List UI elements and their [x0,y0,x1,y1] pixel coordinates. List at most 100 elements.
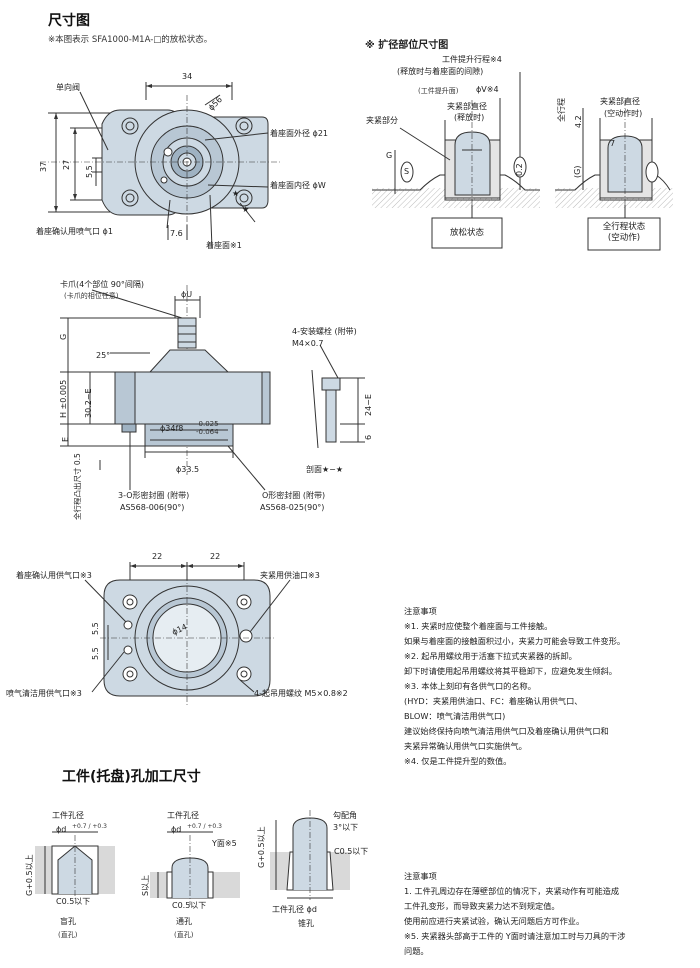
label-o-ring-left: 3-O形密封圈 (附带) [118,491,190,500]
label-seat-nozzle: 着座确认用喷气口 ϕ1 [36,227,113,236]
box-full-line1: 全行程状态 [602,222,646,232]
dim-34: 34 [182,72,193,81]
label-o-ring-right-part: AS568-025(90°) [260,503,325,512]
label-clamp-air: 夹紧用供油口※3 [260,571,320,580]
label-bolt-size: M4×0.7 [292,339,324,348]
label-hole-dia-c: 工件孔径 ϕd [272,905,317,914]
label-g: G [386,151,393,160]
label-hole-dia-b: 工件孔径 [167,811,199,820]
label-bolt: 4-安装螺栓 (附带) [292,327,357,336]
label-s-b: S以上 [141,874,150,896]
label-blind: 盲孔 [60,917,76,926]
dim-0-2: 0.2 [515,163,524,176]
side-view-drawing [60,285,365,491]
box-release-state: 放松状态 [449,228,484,238]
notes-1-line: ※1. 夹紧时应使整个着座面与工件接触。 [404,621,553,631]
dim-22-a: 22 [152,552,163,561]
notes-1-line: ※4. 仅是工件提升型的数值。 [404,756,512,766]
dim-7-6: 7.6 [170,229,183,238]
label-c05-b: C0.5以下 [172,901,207,910]
label-clamp-dia: 夹紧部直径 [447,102,487,111]
top-view-drawing [40,82,280,249]
dim-phi33-5: ϕ33.5 [176,465,200,474]
label-lift-stroke: 工件提升行程※4 [442,55,502,64]
dim-5-5: 5.5 [85,165,94,178]
notes-section-1: 注意事项 ※1. 夹紧时应使整个着座面与工件接触。 如果与着座面的接触面积过小，… [404,604,625,769]
notes-2-line: 问题。 [404,946,429,956]
bottom-view-drawing [84,562,291,705]
notes-1-line: 卸下时请使用起吊用螺纹将其平稳卸下，应避免发生倾斜。 [404,666,617,676]
dimensions-note: ※本图表示 SFA1000-M1A-□的放松状态。 [48,35,213,45]
dim-4-2: 4.2 [574,115,583,128]
label-s: S [404,167,410,176]
dim-22-b: 22 [210,552,221,561]
label-full-stroke: 全行程 [557,98,566,122]
label-lift-stroke-sub: (释放时与着座面的间隙) [397,67,484,76]
workpiece-drawing [35,810,350,905]
label-through-sub: (直孔) [174,931,194,939]
star-mark-1: ★ [242,205,250,214]
dim-37: 37 [39,161,48,172]
label-c05-a: C0.5以下 [56,897,91,906]
notes-section-2: 注意事项 1. 工件孔周边存在薄壁部位的情况下，夹紧动作有可能造成 工件孔变形，… [404,869,625,959]
label-phid-b: ϕd [171,825,182,834]
label-seat-air: 着座确认用供气口※3 [16,571,92,580]
label-claw: 卡爪(4个部位 90°间隔) [60,280,145,289]
label-g-paren: (G) [573,165,582,178]
label-tol-b: +0.7 / +0.3 [187,823,222,830]
label-seat-inner: 着座面内径 ϕW [270,181,326,190]
expansion-title: ※ 扩径部位尺寸图 [365,40,449,51]
notes-2-title: 注意事项 [404,871,437,881]
notes-1-line: 夹紧异常确认用供气口实施供气。 [404,741,527,751]
label-phi-v: ϕV※4 [476,85,499,94]
tol-upper: -0.025 [196,420,219,428]
label-c05-c: C0.5以下 [334,847,369,856]
dim-angle-25: 25° [96,351,111,360]
notes-2-line: 使用前应进行夹紧试验，确认无问题后方可作业。 [404,916,585,926]
label-full-stroke-proj: 全行程凸出尺寸 0.5 [73,453,82,520]
box-full-line2: (空动作) [607,233,641,243]
label-lift-face: (工件提升面) [418,87,459,95]
notes-1-line: 建议始终保持向喷气清洁用供气口及着座确认用供气口和 [404,726,609,736]
label-clamp-dia-2: 夹紧部直径 [600,97,640,106]
notes-2-line: 工件孔变形，而导致夹紧力达不到规定值。 [404,901,560,911]
label-g-a: G+0.5以上 [25,854,34,896]
dim-5-5-a: 5.5 [91,622,100,635]
label-phid-a: ϕd [56,825,67,834]
label-blow-air: 喷气清洁用供气口※3 [6,689,82,698]
label-g-c: G+0.5以上 [257,826,266,868]
notes-1-line: BLOW：喷气清洁用供气口) [404,711,506,721]
dim-7: 7 [610,139,616,148]
label-release: (释放时) [454,113,485,122]
dim-g: G [59,333,68,340]
label-claw-sub: (卡爪的相位任意) [64,292,119,300]
label-hole-dia-a: 工件孔径 [52,811,84,820]
label-seat-outer: 着座面外径 ϕ21 [270,129,328,138]
dimensions-title: 尺寸图 [48,13,90,29]
label-draft-angle: 3°以下 [333,823,359,832]
notes-1-line: (HYD：夹紧用供油口、FC：着座确认用供气口、 [404,696,583,706]
workpiece-title: 工件(托盘)孔加工尺寸 [62,769,201,785]
label-section: 剖面★−★ [306,465,344,474]
label-clamp-part: 夹紧部分 [366,116,398,125]
star-mark-2: ★ [232,189,240,198]
label-through: 通孔 [176,917,192,926]
dim-h-tol: H ±0.005 [59,379,68,418]
notes-1-line: ※2. 起吊用螺纹用于活塞下拉式夹紧器的拆卸。 [404,651,577,661]
dim-5-5-b: 5.5 [91,647,100,660]
label-lift-bolt: 4-起吊用螺纹 M5×0.8※2 [254,689,348,698]
label-blind-sub: (直孔) [58,931,78,939]
notes-1-line: 如果与着座面的接触面积过小，夹紧力可能会导致工件变形。 [404,636,626,646]
expansion-drawing [372,72,673,251]
label-y-face: Y面※5 [212,839,237,848]
label-actuated: (空动作时) [604,109,643,118]
label-tol-a: +0.7 / +0.3 [72,823,107,830]
label-taper: 锥孔 [298,919,314,928]
label-o-ring-left-part: AS568-006(90°) [120,503,185,512]
dim-6: 6 [364,434,373,440]
box-full-stroke-state: 全行程状态 (空动作) [588,222,660,244]
dim-30-2-e: 30.2−E [84,388,93,418]
dim-phi34: ϕ34f8 [160,424,184,433]
label-o-ring-right: O形密封圈 (附带) [262,491,326,500]
dim-24-e: 24−E [364,394,373,416]
